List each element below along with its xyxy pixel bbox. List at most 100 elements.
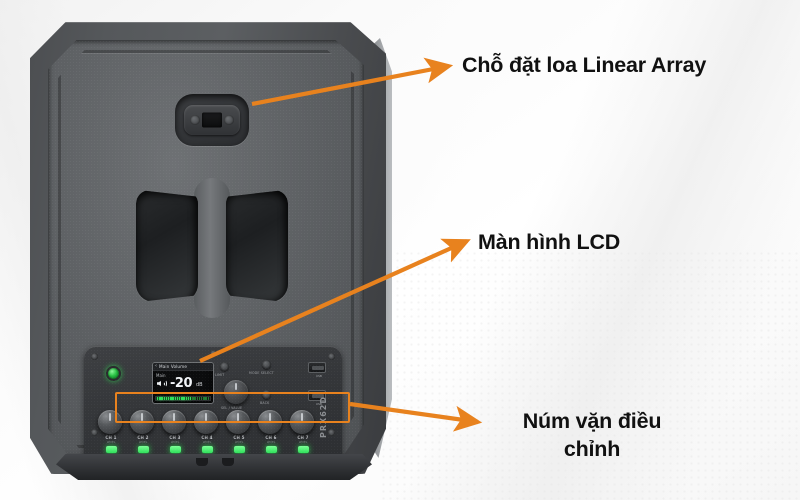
channel-led-7 [297,446,309,453]
limit-button-label: LIMIT [215,373,225,377]
channel-led-cell [258,446,284,453]
channel-knob-3-label: CH 3 [169,435,181,440]
linear-array-mount-recess [175,94,249,146]
lcd-meter-segment [159,397,161,400]
lcd-meter-segment [190,397,192,400]
lcd-header-bar: ‹ Main Volume [153,363,213,371]
lcd-value-row: -20 dB [153,377,213,390]
lcd-volume-unit: dB [196,382,203,388]
channel-led-1 [105,446,117,453]
mode-select-button[interactable] [262,360,271,369]
channel-led-4 [201,446,213,453]
panel-screw-top-center [210,350,217,357]
channel-led-row [98,446,316,453]
channel-knob-3-sublabel: LEVEL [170,440,180,444]
channel-led-5 [233,446,245,453]
lcd-meter-segment [207,397,210,400]
base-notch-left [196,458,208,466]
channel-led-cell [226,446,252,453]
lcd-header-title: Main Volume [159,364,188,369]
channel-knob-5[interactable] [226,410,250,434]
carry-handle [130,178,294,318]
lcd-meter-segment [179,397,181,400]
channel-knob-6[interactable] [258,410,282,434]
carry-handle-grip [194,178,230,318]
limit-button[interactable] [220,362,229,371]
channel-knob-7-sublabel: LEVEL [298,440,308,444]
channel-knob-1[interactable] [98,410,122,434]
lcd-meter-segment [172,397,174,400]
lcd-meter-segment [163,397,166,400]
lcd-screen[interactable]: ‹ Main Volume Main -20 dB [152,362,214,404]
lcd-meter-segment [201,397,203,400]
power-indicator-led [106,366,121,381]
lcd-meter-segment [192,397,194,400]
lcd-meter-segment [185,397,188,400]
base-notch-right [222,458,234,466]
channel-led-cell [162,446,188,453]
linear-array-mount-slot [202,112,222,128]
main-encoder-label: SEL / VALUE [221,406,243,410]
channel-led-3 [169,446,181,453]
lcd-back-chevron-icon: ‹ [155,363,157,369]
mode-select-button-label: MODE SELECT [249,371,274,375]
carry-handle-cavity-right [226,190,288,302]
lcd-meter-segment [187,397,190,400]
channel-knob-2-sublabel: LEVEL [138,440,148,444]
lcd-meter-segment [161,397,163,400]
channel-led-cell [130,446,156,453]
lcd-meter-segment [196,397,199,400]
lcd-sub-label: Main [156,373,166,378]
channel-knob-5-sublabel: LEVEL [234,440,244,444]
channel-knob-4-label: CH 4 [201,435,213,440]
channel-knob-7[interactable] [290,410,314,434]
usb-port-2-label: USB [315,402,322,406]
speaker-base [56,454,372,480]
channel-knob-1-sublabel: LEVEL [106,440,116,444]
main-encoder-knob[interactable] [224,380,248,404]
lcd-meter-segment [176,397,179,400]
panel-screw-bottom-left [91,429,98,436]
back-button-label: BACK [260,401,270,405]
lcd-meter-segment [205,397,207,400]
channel-knob-5-label: CH 5 [233,435,245,440]
lcd-meter-segment [170,397,172,400]
lcd-meter-segment [203,397,205,400]
channel-knob-3[interactable] [162,410,186,434]
channel-knob-6-label: CH 6 [265,435,277,440]
lcd-meter-segment [183,397,185,400]
channel-knob-4[interactable] [194,410,218,434]
lcd-level-meter [155,396,211,401]
usb-port-1-label: USB [315,374,322,378]
lcd-meter-segment [181,397,183,400]
mount-screw-right [224,115,234,125]
lcd-meter-segment [194,397,196,400]
carry-handle-cavity-left [136,190,198,302]
channel-led-cell [194,446,220,453]
channel-led-6 [265,446,277,453]
usb-port-1[interactable] [308,362,326,373]
lcd-meter-segment [157,397,159,400]
lcd-volume-value: -20 [170,376,193,391]
channel-led-cell [98,446,124,453]
lcd-meter-segment [165,397,168,400]
back-button[interactable] [262,390,271,399]
usb-port-2[interactable] [308,390,326,401]
lcd-meter-segment [174,397,177,400]
background-dot-texture [380,250,800,500]
channel-led-2 [137,446,149,453]
lcd-meter-segment [198,397,201,400]
amplifier-control-panel: ‹ Main Volume Main -20 dB LIMIT MODE SEL… [84,346,342,464]
panel-screw-top-left [91,353,98,360]
channel-knob-1-label: CH 1 [105,435,117,440]
linear-array-mount-plate [184,105,240,135]
channel-knob-2[interactable] [130,410,154,434]
mount-screw-left [190,115,200,125]
panel-screw-bottom-right [328,429,335,436]
